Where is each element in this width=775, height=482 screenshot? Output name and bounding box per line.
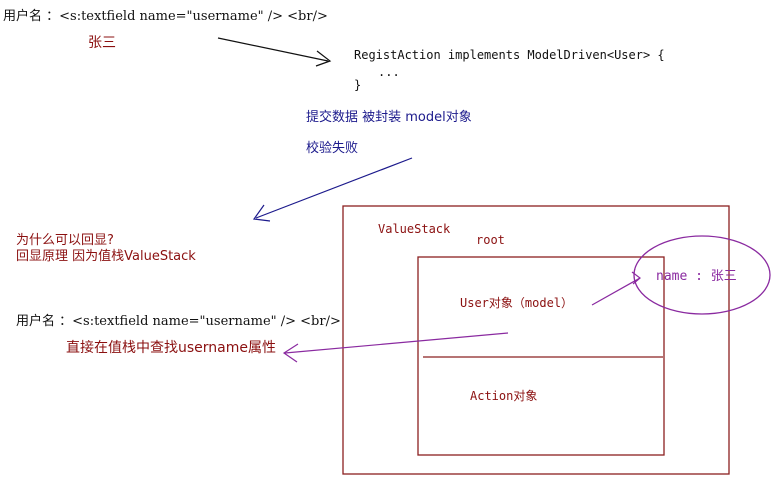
action-object-label: Action对象 (470, 389, 538, 403)
action-ellipsis: ... (378, 65, 400, 79)
bottom-textfield-code: 用户名 ：<s:textfield name="username" /> <br… (16, 314, 341, 329)
arrow-user-to-name (591, 271, 641, 306)
echo-question: 为什么可以回显? (16, 233, 114, 248)
user-object-label: User对象（model） (460, 296, 574, 310)
arrow-validation-fail (252, 157, 413, 222)
echo-answer: 回显原理 因为值栈ValueStack (16, 249, 196, 264)
name-value-label: name : 张三 (656, 269, 737, 284)
arrow-to-action (217, 37, 332, 67)
arrow-lookup (282, 332, 509, 363)
root-label: root (476, 233, 505, 247)
action-closing-brace: } (354, 78, 362, 92)
valuestack-box (342, 205, 730, 475)
top-textfield-code: 用户名 ：<s:textfield name="username" /> <br… (3, 9, 328, 24)
name-ellipse (633, 235, 771, 315)
submit-note: 提交数据 被封装 model对象 (306, 110, 472, 125)
validation-fail-note: 校验失败 (306, 141, 359, 156)
action-class-line: RegistAction implements ModelDriven<User… (354, 48, 665, 62)
root-box (417, 256, 665, 456)
lookup-note: 直接在值栈中查找username属性 (66, 340, 276, 356)
top-username-value: 张三 (88, 35, 116, 51)
valuestack-label: ValueStack (378, 222, 451, 236)
